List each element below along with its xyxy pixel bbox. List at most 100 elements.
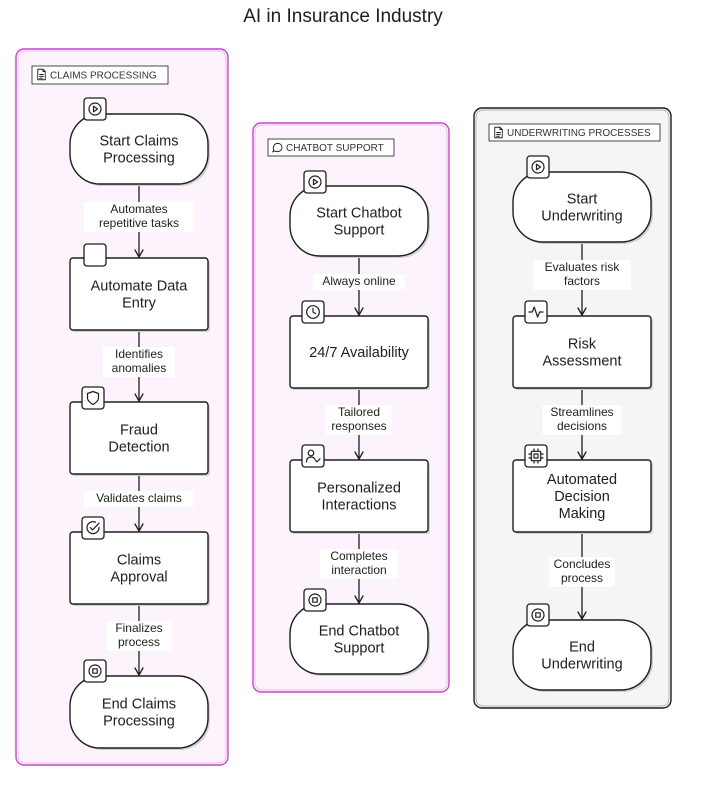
node-label: Making — [559, 506, 606, 522]
edge-label: anomalies — [112, 361, 167, 375]
group-label-text: CLAIMS PROCESSING — [50, 71, 157, 82]
edge-label: Tailored — [338, 405, 380, 419]
chat-bubble-icon — [272, 142, 283, 153]
node-label: Underwriting — [541, 209, 622, 225]
node-label: Personalized — [317, 481, 401, 497]
edge-label-bg — [533, 260, 631, 290]
group-label-text: CHATBOT SUPPORT — [286, 143, 384, 154]
edge-label: interaction — [331, 563, 386, 577]
group-frame-inner — [254, 124, 448, 691]
node-label: End — [569, 640, 595, 656]
edge-label: Finalizes — [115, 621, 162, 635]
stop-icon — [83, 659, 107, 683]
edge-label: decisions — [557, 419, 607, 433]
shield-icon — [81, 386, 105, 410]
edge-label: Automates — [110, 202, 167, 216]
node-box — [512, 171, 652, 243]
activity-icon — [524, 300, 548, 324]
node-label: End Claims — [102, 697, 176, 713]
node-label: End Chatbot — [319, 624, 400, 640]
node-box — [289, 459, 429, 533]
play-icon — [303, 170, 327, 194]
node-box — [69, 257, 209, 331]
group-label: CHATBOT SUPPORT — [267, 138, 395, 157]
node-label: Entry — [122, 296, 157, 312]
node-box — [512, 619, 652, 691]
blank-square-icon — [83, 243, 107, 267]
stop-icon — [303, 588, 327, 612]
node-label: Support — [334, 223, 385, 239]
edge-label-bg — [313, 274, 405, 290]
group-label-text: UNDERWRITING PROCESSES — [507, 128, 651, 139]
edge-label: Always online — [322, 274, 396, 288]
diagram-title: AI in Insurance Industry — [243, 6, 443, 27]
node-box — [69, 675, 209, 749]
play-icon — [83, 97, 107, 121]
edge-label-bg — [106, 621, 172, 651]
node-label: Start Claims — [100, 134, 179, 150]
node-box — [512, 459, 652, 533]
node-box — [289, 185, 429, 257]
node-label: Automate Data — [91, 279, 189, 295]
node-box — [69, 401, 209, 475]
check-circle-icon — [81, 516, 105, 540]
edge-label: Identifies — [115, 347, 163, 361]
clock-icon — [301, 300, 325, 324]
node-label: Decision — [554, 489, 610, 505]
stop-icon — [526, 603, 550, 627]
edge-label-bg — [319, 549, 399, 579]
edge-label: Validates claims — [96, 491, 182, 505]
node-box — [289, 603, 429, 675]
node-box — [289, 315, 429, 389]
play-icon — [526, 155, 550, 179]
document-icon — [494, 126, 503, 139]
group-frame-inner — [475, 109, 670, 707]
node-label: Start Chatbot — [316, 206, 401, 222]
node-label: Support — [334, 641, 385, 657]
edge-label-bg — [326, 405, 392, 435]
node-label: Processing — [103, 151, 175, 167]
edge-label-bg — [83, 491, 195, 507]
node-label: Fraud — [120, 423, 158, 439]
edge-label-bg — [549, 557, 615, 587]
edge-label: Streamlines — [550, 405, 613, 419]
group-label: CLAIMS PROCESSING — [31, 65, 169, 85]
node-label: Detection — [108, 440, 169, 456]
cpu-icon — [524, 444, 548, 468]
node-label: Processing — [103, 714, 175, 730]
node-box — [69, 531, 209, 605]
node-label: Interactions — [322, 498, 397, 514]
edge-c3-c4: Validates claims — [83, 474, 195, 532]
document-icon — [37, 68, 46, 81]
edge-label: factors — [564, 274, 600, 288]
node-label: 24/7 Availability — [309, 345, 409, 361]
edge-label: process — [118, 635, 160, 649]
edge-label-bg — [103, 347, 175, 377]
edge-label: Concludes — [554, 557, 611, 571]
edge-label: Completes — [330, 549, 387, 563]
node-b2[interactable]: 24/7 Availability — [289, 300, 430, 390]
edge-label: responses — [331, 419, 386, 433]
edge-label-bg — [542, 405, 622, 435]
node-label: Claims — [117, 553, 161, 569]
edge-b1-b2: Always online — [313, 256, 405, 316]
node-label: Approval — [110, 570, 167, 586]
